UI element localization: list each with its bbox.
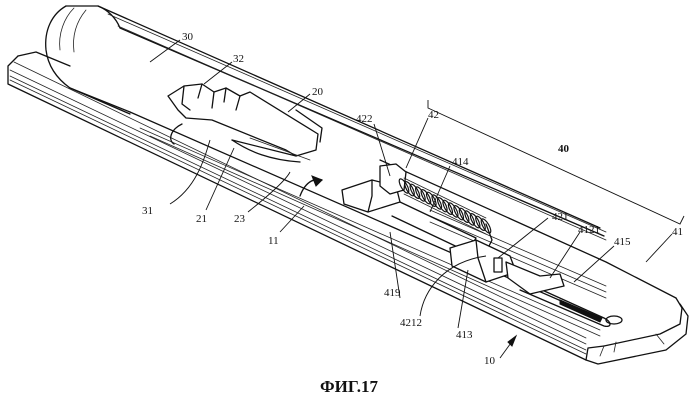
slide-plate — [380, 160, 688, 364]
label-413: 413 — [456, 329, 473, 341]
figure-caption: ФИГ.17 — [320, 377, 378, 396]
label-414: 414 — [452, 156, 469, 168]
label-30: 30 — [182, 31, 194, 43]
label-421: 421 — [552, 211, 569, 223]
label-42: 42 — [428, 109, 439, 121]
label-419: 419 — [384, 287, 401, 299]
label-40: 40 — [558, 143, 570, 155]
label-21: 21 — [196, 213, 207, 225]
label-4121: 4121 — [578, 224, 600, 236]
label-11: 11 — [268, 235, 279, 247]
motion-arrow — [300, 176, 322, 196]
label-41: 41 — [672, 226, 683, 238]
label-422: 422 — [356, 113, 373, 125]
label-4212: 4212 — [400, 317, 422, 329]
label-31: 31 — [142, 205, 153, 217]
label-10: 10 — [484, 355, 496, 367]
label-20: 20 — [312, 86, 324, 98]
latch-block — [450, 240, 564, 294]
label-415: 415 — [614, 236, 631, 248]
leader-lines — [150, 40, 672, 358]
label-23: 23 — [234, 213, 246, 225]
label-32: 32 — [233, 53, 244, 65]
upper-rail — [46, 6, 606, 240]
